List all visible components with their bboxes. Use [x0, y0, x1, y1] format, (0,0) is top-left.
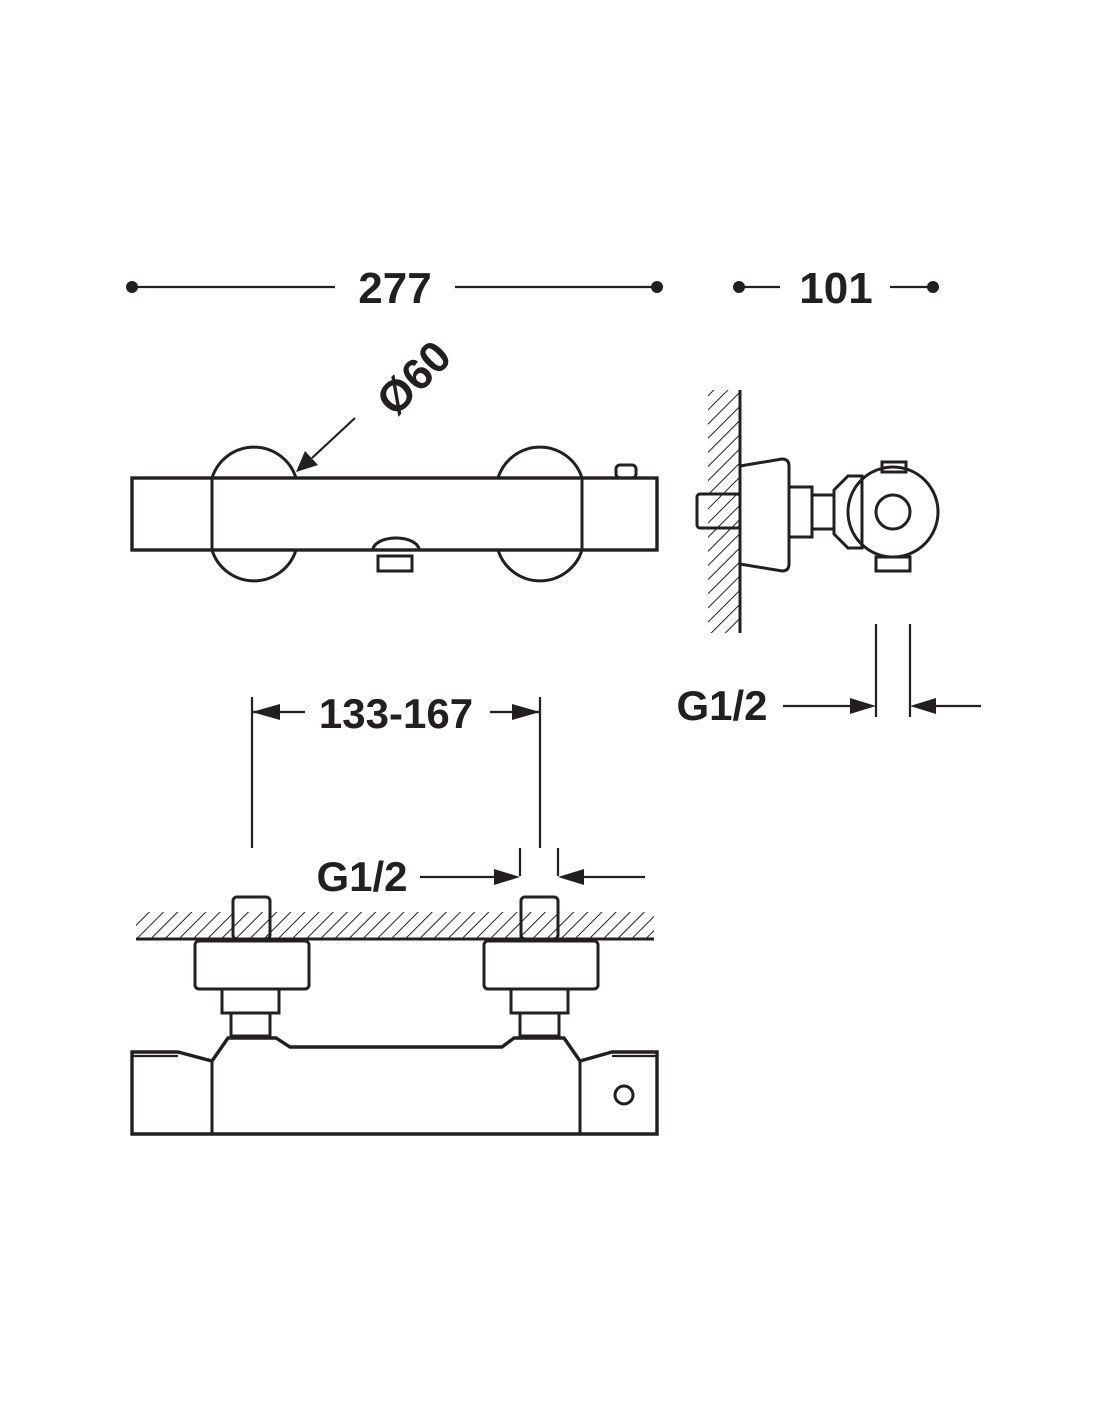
mixer-body [130, 476, 659, 552]
wall-hatch [136, 912, 654, 939]
depth-label: 101 [799, 264, 872, 313]
leader-arrowhead [296, 451, 318, 472]
right-handle-top [496, 445, 584, 479]
diameter-label: Ø60 [367, 332, 460, 425]
body-end-hole [613, 1084, 635, 1106]
dimension-center-distance: 133-167 [250, 690, 542, 848]
dimension-diameter: Ø60 [296, 332, 461, 472]
nut-left [220, 987, 281, 1015]
wall-connector [695, 492, 742, 530]
top-view [130, 895, 659, 1136]
dimension-overall-length: 277 [126, 264, 663, 313]
dimension-thread-side: G1/2 [676, 624, 981, 729]
nut-right [509, 987, 570, 1015]
bottom-outlet [874, 555, 912, 573]
escutcheon-left [193, 939, 311, 991]
dimension-thread-bottom: G1/2 [316, 848, 645, 900]
center-distance-label: 133-167 [319, 690, 473, 737]
neck-right [518, 1011, 561, 1038]
top-button [880, 460, 908, 474]
escutcheon [739, 457, 791, 573]
dimension-endpoint [927, 281, 939, 293]
wall-hatch [708, 390, 740, 633]
wall-connector-left [231, 895, 272, 941]
outlet-connector [376, 554, 414, 573]
thread-side-label: G1/2 [676, 682, 767, 729]
left-handle-bottom [210, 549, 298, 583]
neck [810, 493, 836, 531]
safety-button [614, 463, 638, 480]
arrowhead [494, 869, 520, 885]
arrowhead [512, 704, 540, 720]
neck-left [229, 1011, 272, 1038]
right-handle-bottom [496, 549, 584, 583]
control-knob [874, 493, 912, 531]
arrowhead [252, 704, 280, 720]
escutcheon-right [482, 939, 600, 991]
arrowhead [910, 698, 936, 714]
side-view [695, 390, 940, 633]
left-handle-top [210, 445, 298, 479]
thread-bottom-label: G1/2 [316, 853, 407, 900]
dimension-endpoint [651, 281, 663, 293]
arrowhead [558, 869, 584, 885]
dimension-depth: 101 [733, 264, 939, 313]
front-view [130, 445, 659, 583]
wall-connector-right [519, 895, 560, 941]
overall-length-label: 277 [358, 264, 431, 313]
outlet-cap [371, 536, 421, 551]
body-end-bracket [832, 474, 864, 550]
arrowhead [850, 698, 876, 714]
union-nut [787, 485, 814, 539]
mixer-body-top [130, 1036, 659, 1136]
